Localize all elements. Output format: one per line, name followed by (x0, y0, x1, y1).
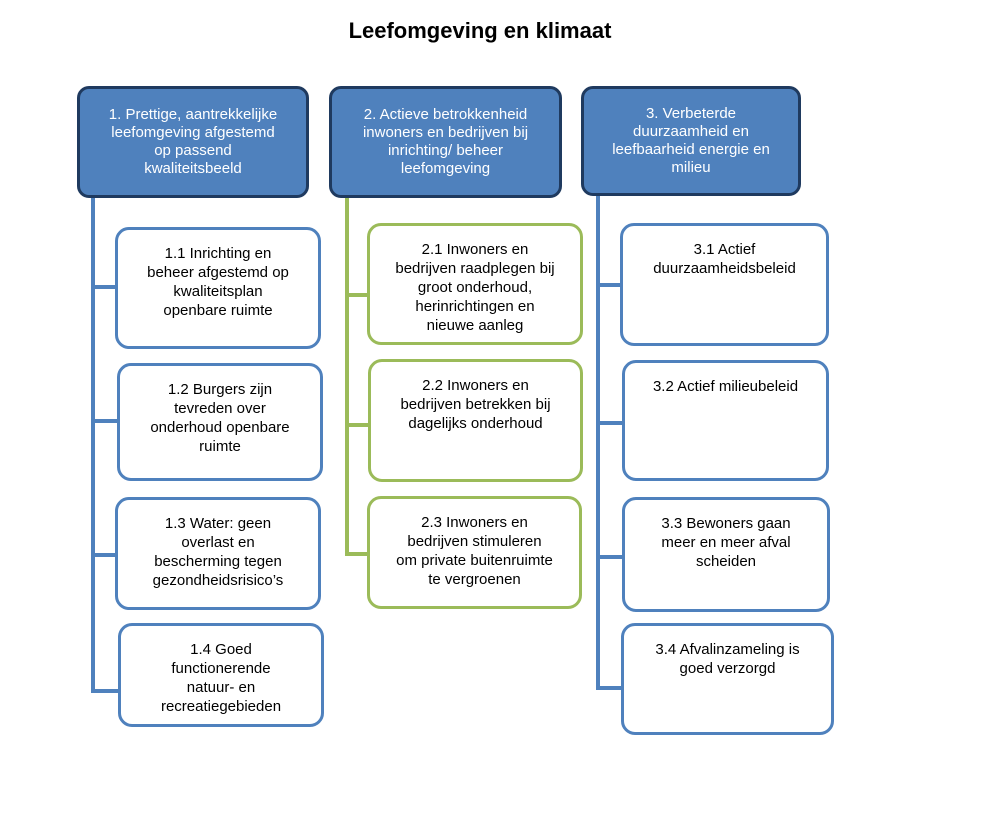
col2-connector-1 (345, 293, 369, 297)
goal-1-1-box: 1.1 Inrichting en beheer afgestemd op kw… (115, 227, 321, 349)
col3-connector-4 (596, 686, 622, 690)
goal-3-3-text: 3.3 Bewoners gaan meer en meer afval sch… (661, 515, 791, 570)
col3-connector-1 (596, 283, 622, 287)
column-2-header: 2. Actieve betrokkenheid inwoners en bed… (329, 86, 562, 198)
goal-2-3-box: 2.3 Inwoners en bedrijven stimuleren om … (367, 496, 582, 609)
col1-connector-vertical (91, 196, 95, 693)
column-3-header: 3. Verbeterde duurzaamheid en leefbaarhe… (581, 86, 801, 196)
column-3-header-text: 3. Verbeterde duurzaamheid en leefbaarhe… (612, 105, 770, 176)
goal-3-2-text: 3.2 Actief milieubeleid (652, 378, 799, 395)
col2-connector-2 (345, 423, 369, 427)
column-2-header-text: 2. Actieve betrokkenheid inwoners en bed… (362, 106, 529, 177)
goal-2-2-box: 2.2 Inwoners en bedrijven betrekken bij … (368, 359, 583, 482)
goal-3-4-box: 3.4 Afvalinzameling is goed verzorgd (621, 623, 834, 735)
goal-1-4-box: 1.4 Goed functionerende natuur- en recre… (118, 623, 324, 727)
goal-3-1-text: 3.1 Actief duurzaamheidsbeleid (653, 241, 796, 277)
goal-2-3-text: 2.3 Inwoners en bedrijven stimuleren om … (396, 514, 553, 588)
goal-2-1-box: 2.1 Inwoners en bedrijven raadplegen bij… (367, 223, 583, 345)
goal-1-2-text: 1.2 Burgers zijn tevreden over onderhoud… (150, 381, 290, 455)
goal-1-3-box: 1.3 Water: geen overlast en bescherming … (115, 497, 321, 610)
column-1-header-text: 1. Prettige, aantrekkelijke leefomgeving… (108, 106, 278, 177)
col1-connector-2 (91, 419, 119, 423)
goal-3-2-box: 3.2 Actief milieubeleid (622, 360, 829, 481)
goal-2-1-text: 2.1 Inwoners en bedrijven raadplegen bij… (395, 241, 555, 334)
col1-connector-3 (91, 553, 118, 557)
goal-1-1-text: 1.1 Inrichting en beheer afgestemd op kw… (147, 245, 289, 319)
diagram-title: Leefomgeving en klimaat (348, 18, 612, 43)
goal-1-3-text: 1.3 Water: geen overlast en bescherming … (152, 515, 284, 589)
goal-3-3-box: 3.3 Bewoners gaan meer en meer afval sch… (622, 497, 830, 612)
col1-connector-4 (91, 689, 120, 693)
goal-2-2-text: 2.2 Inwoners en bedrijven betrekken bij … (400, 377, 551, 432)
col1-connector-1 (91, 285, 117, 289)
goal-3-1-box: 3.1 Actief duurzaamheidsbeleid (620, 223, 829, 346)
col3-connector-3 (596, 555, 622, 559)
col2-connector-vertical (345, 196, 349, 556)
goal-1-2-box: 1.2 Burgers zijn tevreden over onderhoud… (117, 363, 323, 481)
col3-connector-2 (596, 421, 622, 425)
col3-connector-vertical (596, 196, 600, 690)
col2-connector-3 (345, 552, 369, 556)
column-1-header: 1. Prettige, aantrekkelijke leefomgeving… (77, 86, 309, 198)
goal-3-4-text: 3.4 Afvalinzameling is goed verzorgd (655, 641, 800, 677)
goal-1-4-text: 1.4 Goed functionerende natuur- en recre… (160, 641, 282, 715)
